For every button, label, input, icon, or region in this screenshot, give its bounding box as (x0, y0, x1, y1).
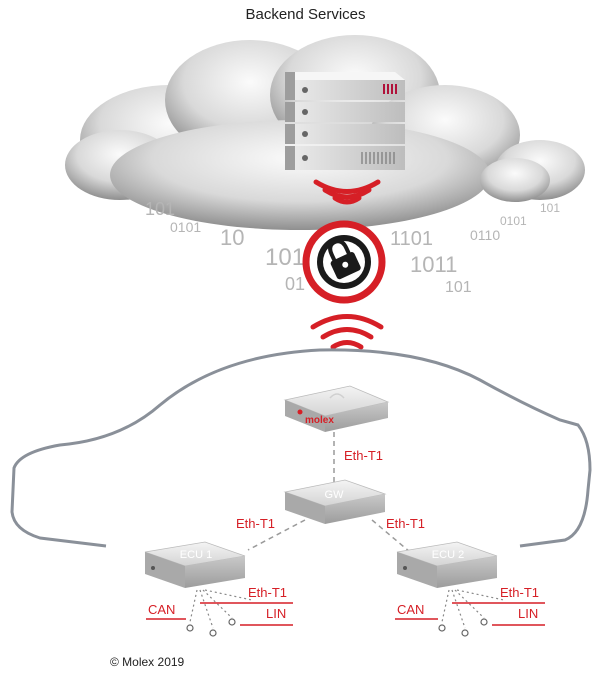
ecu1-lin-label: LIN (266, 606, 286, 621)
car-outline (10, 348, 592, 548)
server-unit (285, 124, 405, 144)
binary-digit: 101 (265, 244, 305, 271)
ecu2-eth-label: Eth-T1 (500, 585, 539, 600)
ecu2-device[interactable]: ECU 2 (396, 541, 498, 588)
server-unit (285, 102, 405, 122)
ecu2-label: ECU 2 (432, 549, 464, 561)
ecu2-lin-label: LIN (518, 606, 538, 621)
molex-brand-text: molex (305, 415, 334, 426)
binary-digit: 101 (145, 199, 175, 219)
binary-digit: 0101 (170, 219, 201, 235)
link-label-gw-ecu1: Eth-T1 (236, 516, 275, 531)
link-label-molex-gw: Eth-T1 (344, 448, 383, 463)
gateway-label: GW (325, 489, 345, 501)
binary-digit: 0101 (500, 214, 527, 228)
binary-digit: 1011 (410, 252, 457, 277)
binary-digit: 101 (445, 279, 472, 296)
security-lock-icon (302, 220, 386, 304)
ecu1-eth-label: Eth-T1 (248, 585, 287, 600)
binary-digit: 1101 (390, 228, 433, 250)
molex-logo-dot (297, 409, 303, 415)
wireless-signal-icon (310, 314, 384, 350)
binary-digit: 01 (285, 274, 305, 294)
molex-device[interactable]: molex (283, 385, 390, 432)
ecu1-can-label: CAN (148, 602, 175, 617)
binary-pattern: 101 0101 10 101 01 1101 1011 101 0110 01… (145, 199, 560, 296)
ecu1-label: ECU 1 (180, 549, 212, 561)
server-stack (285, 72, 405, 170)
wireless-signal-icon (313, 179, 381, 205)
server-unit (285, 146, 405, 170)
link-label-gw-ecu2: Eth-T1 (386, 516, 425, 531)
binary-digit: 101 (540, 201, 560, 215)
network-links (247, 432, 411, 553)
binary-digit: 10 (220, 225, 244, 250)
diagram-title: Backend Services (245, 6, 366, 23)
copyright-text: © Molex 2019 (110, 655, 185, 669)
ecu1-bus-connectors: Eth-T1 CAN LIN (146, 585, 293, 637)
gateway-device[interactable]: GW (283, 479, 387, 524)
link-gw-ecu1 (247, 519, 306, 551)
ecu2-bus-connectors: Eth-T1 CAN LIN (395, 585, 545, 637)
cloud (65, 35, 585, 230)
ecu1-device[interactable]: ECU 1 (144, 541, 246, 588)
server-unit (285, 72, 405, 100)
ecu2-can-label: CAN (397, 602, 424, 617)
binary-digit: 0110 (470, 227, 500, 243)
